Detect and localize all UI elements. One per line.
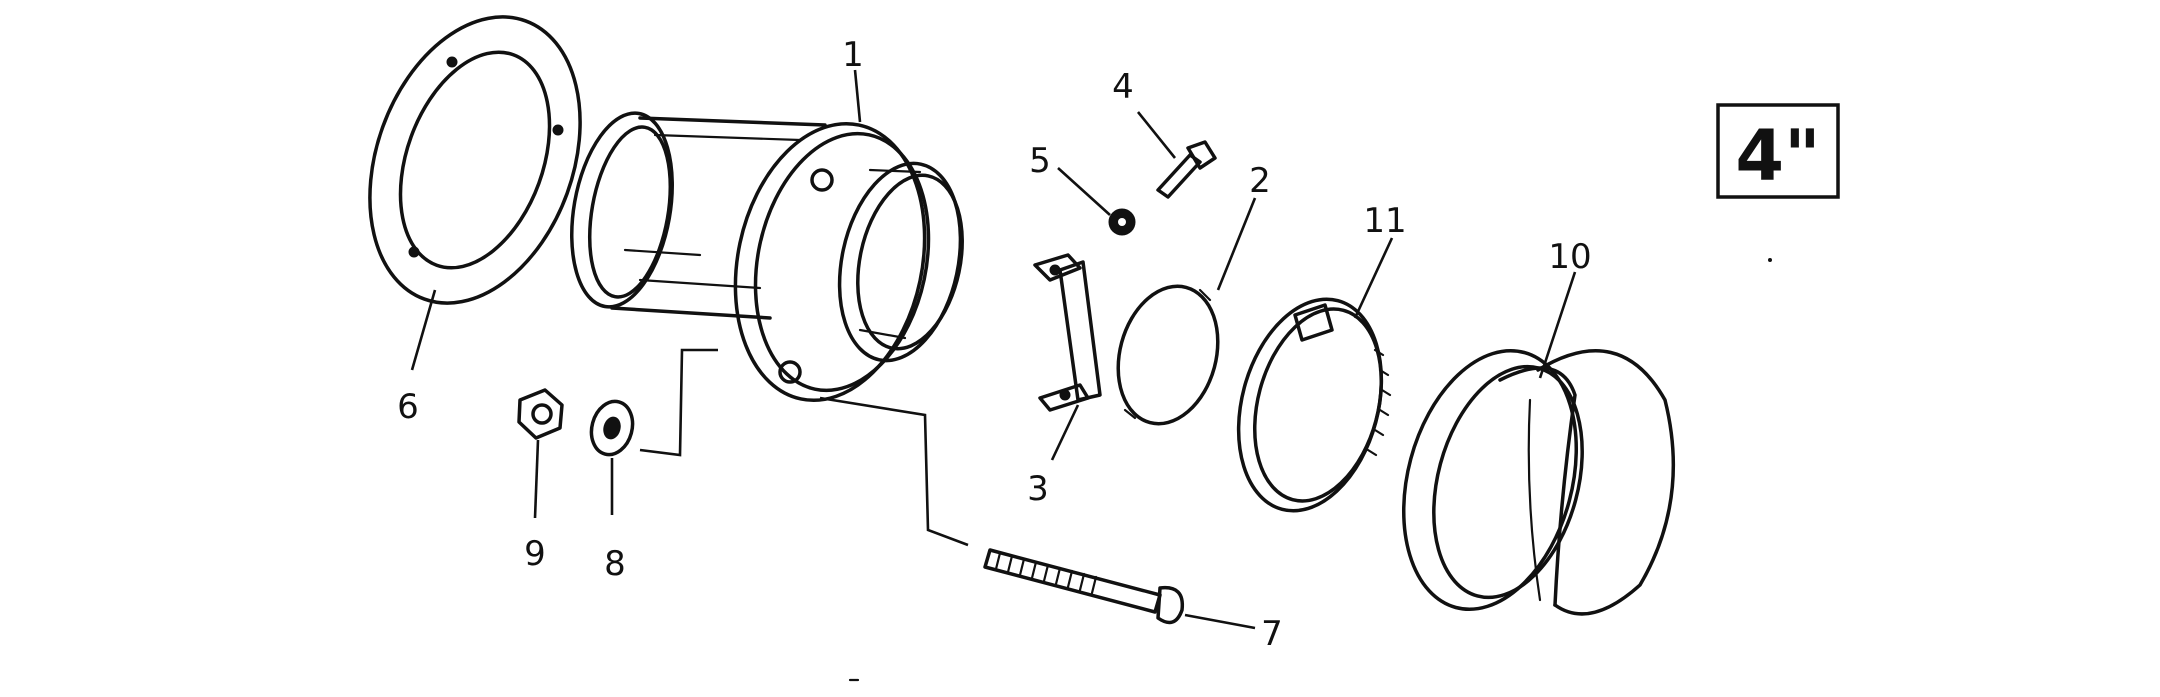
part-11-hose-clamp: [1236, 297, 1392, 513]
part-9-hex-nut: [517, 388, 564, 440]
part-5-nut: [1108, 208, 1136, 236]
callout-3: 3: [1027, 469, 1049, 509]
speck: [1768, 258, 1772, 262]
callout-7: 7: [1261, 614, 1283, 654]
part-7-bolt: [983, 548, 1185, 625]
part-10-flapper-cover: [1401, 348, 1676, 616]
callout-labels: 1 2 3 4 5 6 7 8 9 10 11: [397, 35, 1591, 654]
callout-10: 10: [1548, 237, 1591, 277]
part-2-split-ring: [1116, 284, 1220, 426]
leader-lines: [410, 69, 1577, 630]
callout-8: 8: [604, 544, 626, 584]
part-3-bracket: [1033, 253, 1102, 412]
part-4-screw: [1156, 140, 1217, 199]
callout-9: 9: [524, 534, 546, 574]
callout-1: 1: [842, 35, 864, 75]
callout-11: 11: [1363, 201, 1406, 241]
part-1-housing: [570, 111, 964, 403]
callout-5: 5: [1029, 141, 1051, 181]
part-8-washer: [589, 399, 635, 457]
callout-6: 6: [397, 387, 419, 427]
size-label-box: 4": [1716, 103, 1840, 199]
size-label: 4": [1735, 115, 1820, 197]
part-6-gasket: [368, 15, 582, 305]
callout-4: 4: [1112, 67, 1134, 107]
callout-2: 2: [1249, 161, 1271, 201]
